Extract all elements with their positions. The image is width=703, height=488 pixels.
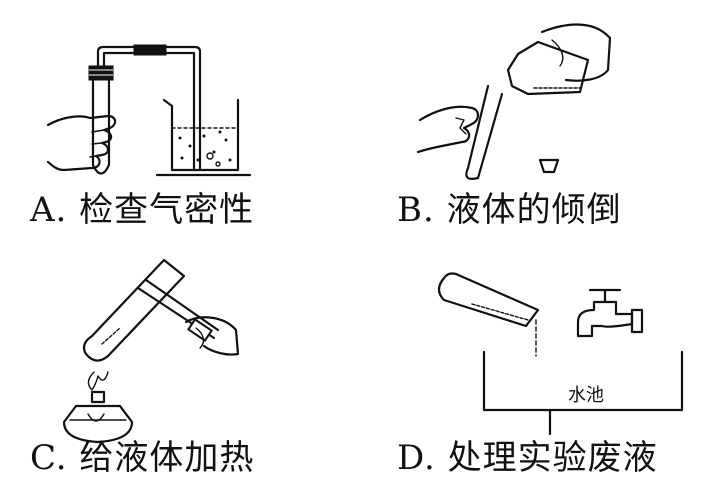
panel-b: B. 液体的倾倒 [352, 0, 703, 244]
hand-icon [48, 116, 115, 170]
alcohol-lamp-icon [64, 372, 132, 442]
caption-c: C. 给液体加热 [30, 438, 254, 478]
caption-d: D. 处理实验废液 [397, 438, 658, 478]
bent-glass-tube-icon [98, 45, 200, 170]
bottle-stopper-icon [540, 160, 558, 172]
rubber-stopper-icon [89, 66, 113, 80]
sink-label: 水池 [568, 386, 604, 406]
caption-b: B. 液体的倾倒 [397, 190, 622, 230]
reagent-bottle-icon [508, 42, 588, 94]
caption-a: A. 检查气密性 [30, 190, 254, 230]
hand-icon [542, 25, 610, 81]
test-tube-icon [466, 86, 502, 179]
test-tube-icon [439, 274, 538, 327]
test-tube-icon [84, 260, 184, 361]
test-tube-icon [93, 78, 109, 174]
water-faucet-icon [578, 290, 642, 336]
beaker-icon [157, 100, 250, 175]
panel-d: 水池 D. 处理实验废液 [352, 244, 703, 488]
panel-a: A. 检查气密性 [0, 0, 350, 244]
hand-icon [418, 107, 478, 152]
panel-c: C. 给液体加热 [0, 244, 350, 488]
